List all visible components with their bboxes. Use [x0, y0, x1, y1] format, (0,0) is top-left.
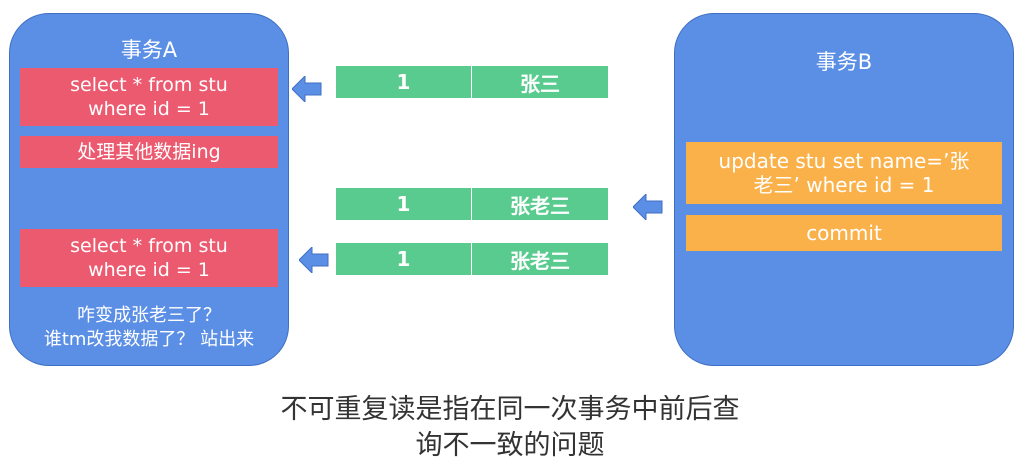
data-row-3: 1 张老三	[336, 243, 608, 275]
left-arrow-icon-read-1	[292, 76, 322, 102]
select-query-box-1: select * from stu where id = 1	[20, 68, 278, 126]
transaction-a-panel: 事务A select * from stu where id = 1 处理其他数…	[9, 13, 289, 366]
row-1-name: 张三	[520, 71, 560, 96]
transaction-a-note: 咋变成张老三了？ 谁tm改我数据了？ 站出来	[43, 305, 255, 350]
transaction-b-panel: 事务B update stu set name=’张 老三’ where id …	[674, 13, 1014, 366]
left-arrow-icon-write	[633, 194, 663, 220]
process-other-data-box: 处理其他数据ing	[20, 136, 278, 168]
diagram-caption: 不可重复读是指在同一次事务中前后查 询不一致的问题	[280, 394, 740, 461]
row-3-id: 1	[336, 243, 472, 275]
update-statement-box: update stu set name=’张 老三’ where id = 1	[686, 142, 1002, 204]
data-row-1: 1 张三	[336, 66, 608, 98]
row-3-name: 张老三	[510, 248, 570, 273]
row-1-id: 1	[336, 66, 472, 98]
left-arrow-icon-read-2	[299, 247, 329, 273]
row-2-id: 1	[336, 188, 472, 220]
data-row-2: 1 张老三	[336, 188, 608, 220]
commit-box: commit	[686, 215, 1002, 251]
transaction-a-title: 事务A	[120, 38, 178, 62]
select-query-box-2: select * from stu where id = 1	[20, 229, 278, 287]
row-2-name: 张老三	[510, 193, 570, 218]
transaction-b-title: 事务B	[815, 50, 873, 74]
